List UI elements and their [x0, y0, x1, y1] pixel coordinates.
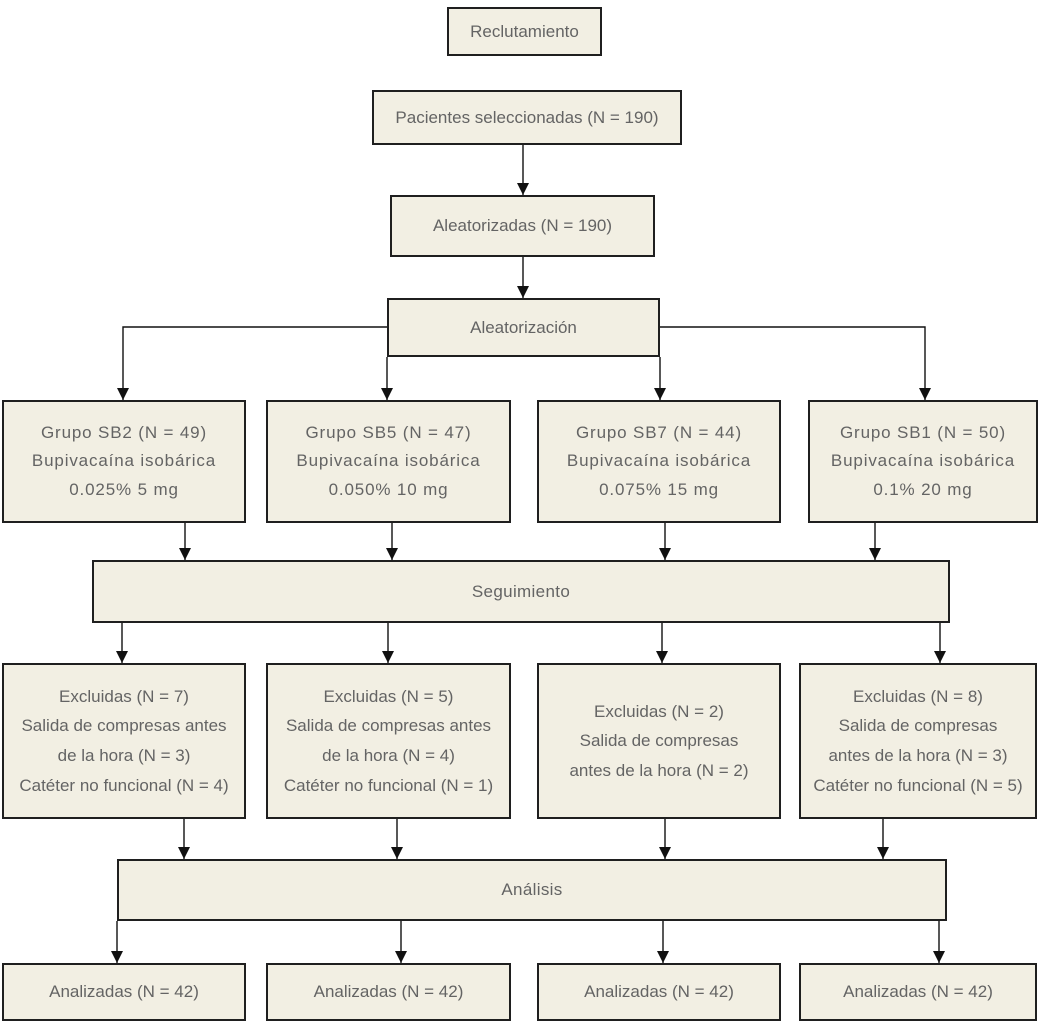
box-excluded-sb5: Excluidas (N = 5) Salida de compresas an…	[266, 663, 511, 819]
box-analyzed-sb5: Analizadas (N = 42)	[266, 963, 511, 1021]
analyzed-sb5-label: Analizadas (N = 42)	[313, 982, 464, 1002]
excluded-sb7-label: Excluidas (N = 2) Salida de compresas an…	[569, 701, 749, 780]
box-recruitment: Reclutamiento	[447, 7, 602, 56]
box-analysis: Análisis	[117, 859, 947, 921]
analyzed-sb7-label: Analizadas (N = 42)	[584, 982, 734, 1002]
box-analyzed-sb7: Analizadas (N = 42)	[537, 963, 781, 1021]
group-sb1-label: Grupo SB1 (N = 50) Bupivacaína isobárica…	[830, 422, 1016, 499]
analyzed-sb2-label: Analizadas (N = 42)	[49, 982, 199, 1002]
analysis-label: Análisis	[501, 880, 563, 900]
box-followup: Seguimiento	[92, 560, 950, 623]
box-group-sb1: Grupo SB1 (N = 50) Bupivacaína isobárica…	[808, 400, 1038, 523]
recruitment-label: Reclutamiento	[470, 21, 579, 41]
group-sb5-label: Grupo SB5 (N = 47) Bupivacaína isobárica…	[296, 422, 481, 499]
box-excluded-sb7: Excluidas (N = 2) Salida de compresas an…	[537, 663, 781, 819]
randomization-label: Aleatorización	[470, 317, 577, 337]
followup-label: Seguimiento	[471, 581, 571, 601]
box-group-sb5: Grupo SB5 (N = 47) Bupivacaína isobárica…	[266, 400, 511, 523]
box-analyzed-sb1: Analizadas (N = 42)	[799, 963, 1037, 1021]
box-excluded-sb1: Excluidas (N = 8) Salida de compresas an…	[799, 663, 1037, 819]
group-sb7-label: Grupo SB7 (N = 44) Bupivacaína isobárica…	[566, 422, 752, 499]
patients-selected-label: Pacientes seleccionadas (N = 190)	[395, 107, 659, 127]
box-group-sb2: Grupo SB2 (N = 49) Bupivacaína isobárica…	[2, 400, 246, 523]
analyzed-sb1-label: Analizadas (N = 42)	[843, 982, 993, 1002]
box-group-sb7: Grupo SB7 (N = 44) Bupivacaína isobárica…	[537, 400, 781, 523]
box-randomized: Aleatorizadas (N = 190)	[390, 195, 655, 257]
box-patients-selected: Pacientes seleccionadas (N = 190)	[372, 90, 682, 145]
excluded-sb2-label: Excluidas (N = 7) Salida de compresas an…	[19, 686, 229, 795]
box-excluded-sb2: Excluidas (N = 7) Salida de compresas an…	[2, 663, 246, 819]
randomized-label: Aleatorizadas (N = 190)	[432, 216, 613, 236]
group-sb2-label: Grupo SB2 (N = 49) Bupivacaína isobárica…	[31, 422, 217, 499]
box-analyzed-sb2: Analizadas (N = 42)	[2, 963, 246, 1021]
box-randomization: Aleatorización	[387, 298, 660, 357]
excluded-sb1-label: Excluidas (N = 8) Salida de compresas an…	[813, 686, 1023, 795]
excluded-sb5-label: Excluidas (N = 5) Salida de compresas an…	[283, 686, 494, 795]
